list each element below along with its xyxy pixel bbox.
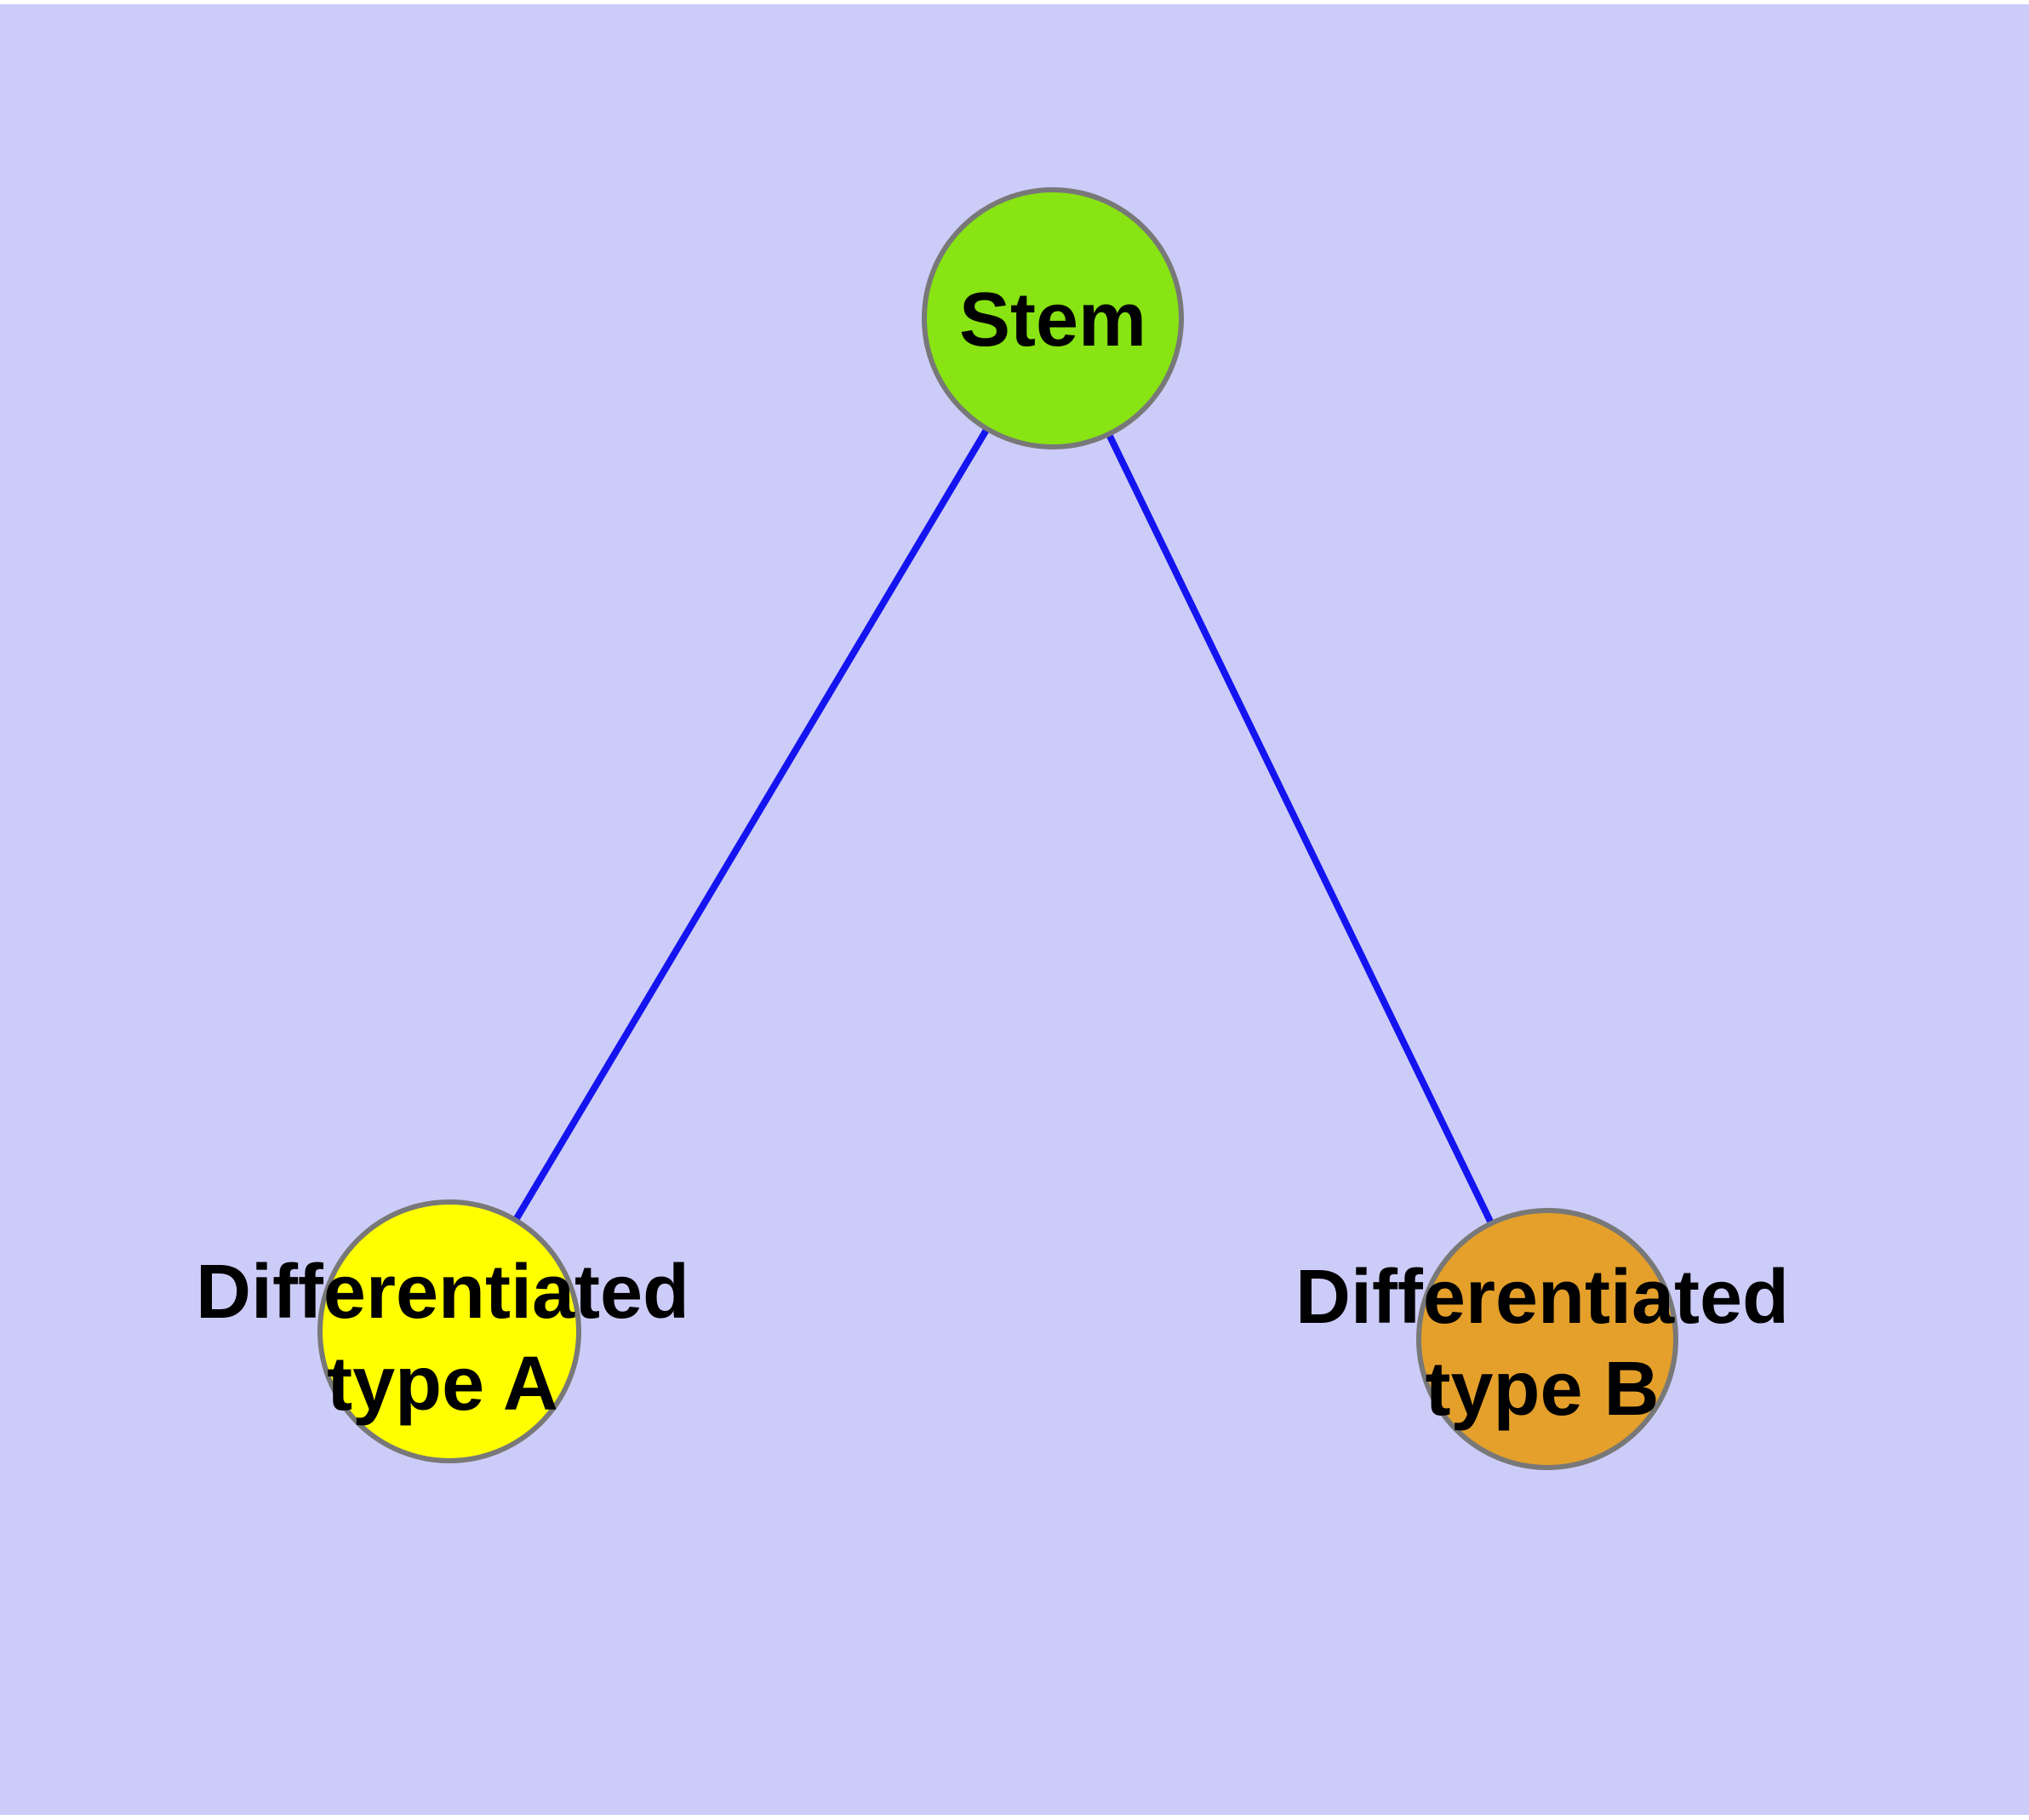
node-type-b-label-line1: Differentiated bbox=[1295, 1255, 1789, 1340]
node-stem-circle bbox=[922, 187, 1184, 449]
node-stem: Stem bbox=[922, 187, 1184, 449]
node-type-a-circle bbox=[317, 1199, 581, 1463]
edge-layer bbox=[446, 315, 1551, 1342]
node-differentiated-type-b: Differentiated type B bbox=[1295, 1208, 1789, 1470]
node-type-b-circle bbox=[1416, 1208, 1678, 1470]
node-type-b-label-line2: type B bbox=[1425, 1347, 1659, 1432]
node-type-a-label-line2: type A bbox=[327, 1342, 558, 1427]
edge-stem-to-type-a bbox=[446, 315, 1056, 1335]
node-stem-label: Stem bbox=[959, 278, 1146, 363]
node-type-a-label-line1: Differentiated bbox=[196, 1250, 689, 1335]
node-differentiated-type-a: Differentiated type A bbox=[196, 1199, 689, 1463]
edge-stem-to-type-b bbox=[1049, 315, 1551, 1342]
